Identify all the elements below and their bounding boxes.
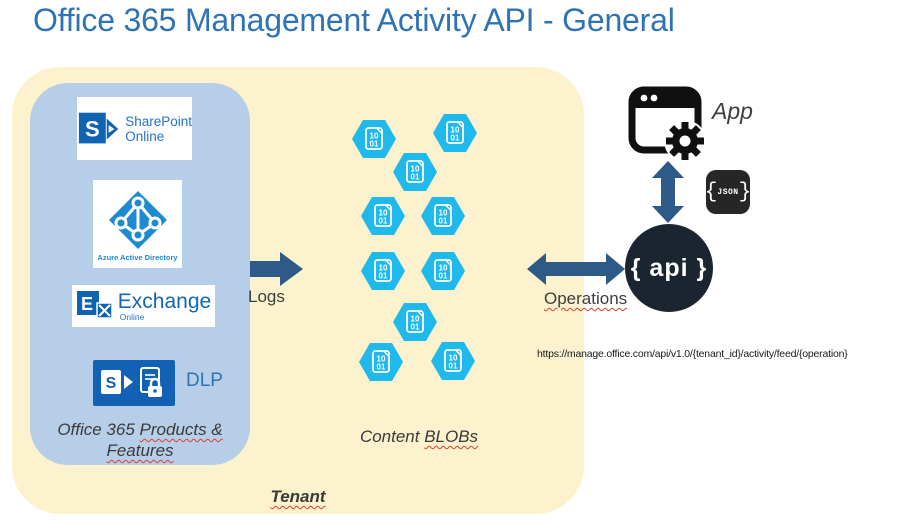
- operations-label: Operations: [544, 289, 628, 308]
- content-blob-icon: 10 01: [361, 197, 405, 235]
- sharepoint-label: SharePoint Online: [125, 113, 192, 144]
- svg-text:10: 10: [411, 165, 420, 174]
- logs-arrow-icon: [250, 252, 303, 286]
- content-blob-icon: 10 01: [431, 342, 475, 380]
- api-url: https://manage.office.com/api/v1.0/{tena…: [537, 348, 848, 360]
- content-blob-icon: 10 01: [421, 197, 465, 235]
- svg-text:01: 01: [411, 173, 420, 182]
- content-blob-icon: 10 01: [393, 303, 437, 341]
- content-blob-icon: 10 01: [352, 120, 396, 158]
- app-api-arrow-icon: [652, 161, 684, 223]
- content-blob-icon: 10 01: [421, 252, 465, 290]
- tenant-label: Tenant: [270, 487, 326, 506]
- dlp-label: DLP: [186, 370, 223, 391]
- content-blob-icon: 10 01: [433, 114, 477, 152]
- svg-text:01: 01: [451, 134, 460, 143]
- blobs-panel-caption: Content BLOBs: [359, 427, 479, 446]
- operations-arrow-icon: [527, 253, 625, 285]
- content-blob-icon: 10 01: [361, 252, 405, 290]
- svg-text:01: 01: [449, 362, 458, 371]
- exchange-logo-icon: E: [76, 291, 113, 319]
- app-label: App: [712, 98, 753, 124]
- svg-text:10: 10: [439, 209, 448, 218]
- svg-text:01: 01: [439, 217, 448, 226]
- svg-text:10: 10: [411, 315, 420, 324]
- api-circle: { api }: [625, 224, 713, 312]
- azure-ad-label: Azure Active Directory: [97, 252, 178, 262]
- svg-text:10: 10: [379, 209, 388, 218]
- sharepoint-online-card: S SharePoint Online: [77, 97, 192, 160]
- azure-ad-card: Azure Active Directory: [93, 180, 182, 268]
- content-blob-icon: 10 01: [359, 343, 403, 381]
- json-icon: {JSON}: [705, 170, 751, 214]
- sharepoint-logo-icon: S: [78, 112, 119, 143]
- svg-text:10: 10: [449, 354, 458, 363]
- svg-text:10: 10: [451, 126, 460, 135]
- api-label: { api }: [630, 253, 708, 282]
- content-blob-icon: 10 01: [393, 153, 437, 191]
- azure-ad-icon: [108, 190, 167, 249]
- svg-text:01: 01: [379, 217, 388, 226]
- exchange-online-card: E Exchange Online: [72, 285, 215, 327]
- page-title: Office 365 Management Activity API - Gen…: [33, 2, 675, 38]
- svg-text:10: 10: [370, 132, 379, 141]
- dlp-icon: S: [93, 360, 175, 406]
- svg-text:S: S: [85, 116, 100, 141]
- svg-text:01: 01: [439, 272, 448, 281]
- svg-text:01: 01: [379, 272, 388, 281]
- svg-text:10: 10: [377, 355, 386, 364]
- svg-text:S: S: [106, 375, 117, 392]
- svg-text:01: 01: [370, 140, 379, 149]
- svg-text:E: E: [81, 294, 93, 314]
- svg-text:01: 01: [377, 363, 386, 372]
- svg-text:10: 10: [439, 264, 448, 273]
- svg-text:01: 01: [411, 323, 420, 332]
- exchange-label: Exchange Online: [117, 289, 212, 322]
- svg-text:10: 10: [379, 264, 388, 273]
- logs-label: Logs: [248, 287, 285, 306]
- app-icon: [628, 86, 706, 162]
- products-panel-caption: Office 365 Products & Features: [57, 420, 223, 460]
